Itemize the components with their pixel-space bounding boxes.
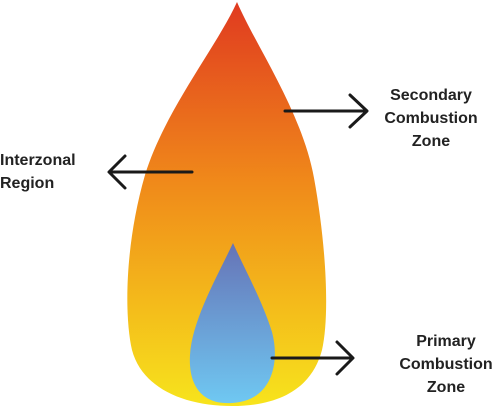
secondary-label-line2: Combustion [384,110,478,127]
primary-label-line2: Combustion [399,356,493,373]
inner-flame [189,243,275,404]
primary-label-line3: Zone [426,379,466,396]
interzonal-arrow [107,154,194,190]
interzonal-arrow-head [107,154,127,190]
outer-flame [127,2,327,406]
secondary-label-line1: Secondary [390,87,472,104]
interzonal-region-label: Interzonal Region [0,149,92,195]
interzonal-label-line1: Interzonal [0,152,76,169]
secondary-arrow [283,93,369,129]
secondary-combustion-zone-label: Secondary Combustion Zone [362,84,500,153]
interzonal-label-line2: Region [0,175,55,192]
secondary-label-line3: Zone [411,133,451,150]
primary-arrow-head [335,340,355,376]
primary-arrow [270,340,355,376]
primary-combustion-zone-label: Primary Combustion Zone [392,330,500,399]
secondary-arrow-head [348,93,369,129]
primary-label-line1: Primary [416,333,476,350]
